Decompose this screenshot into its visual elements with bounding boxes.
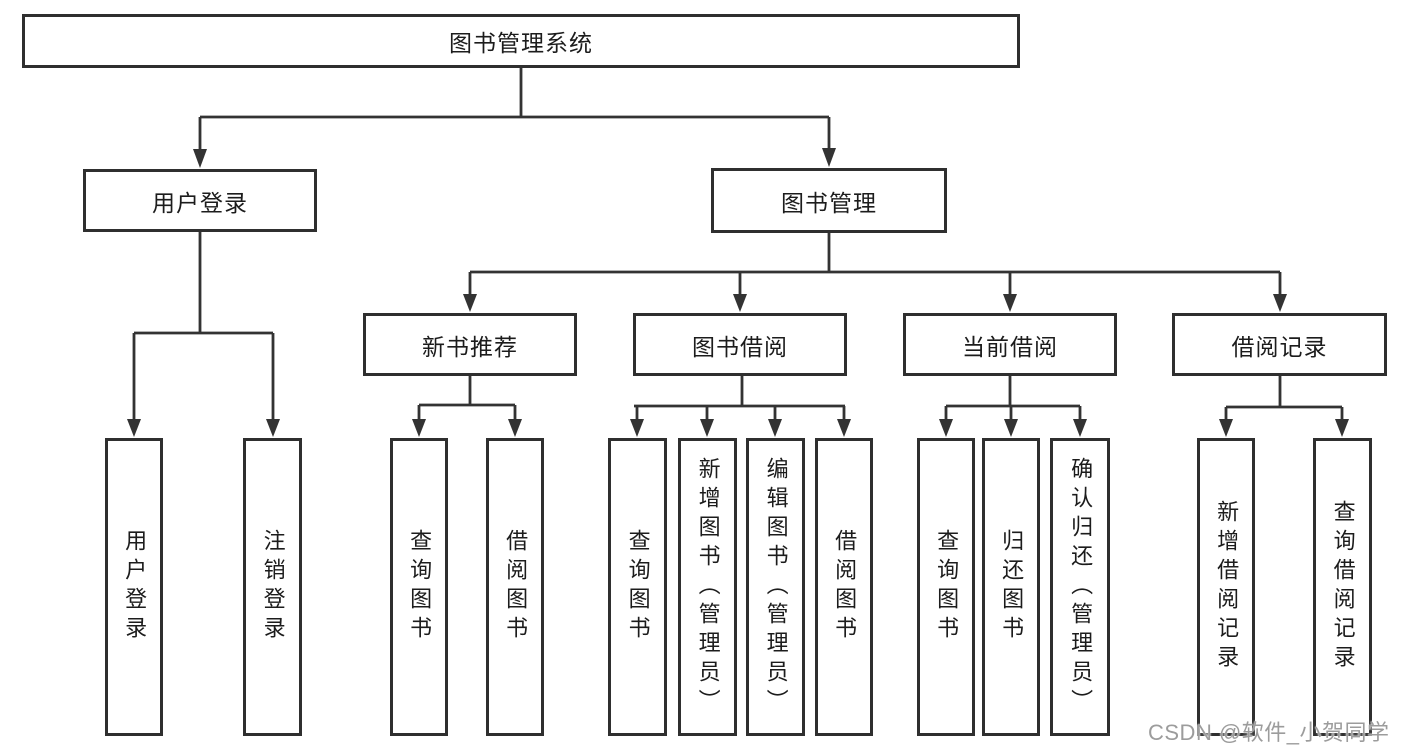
leaf-query-books-borrow: 查询图书 (608, 438, 667, 736)
leaf-confirm-return-admin: 确认归还（管理员） (1050, 438, 1110, 736)
leaf-query-books-recommend: 查询图书 (390, 438, 448, 736)
leaf-query-borrow-record: 查询借阅记录 (1313, 438, 1372, 736)
leaf-user-login: 用户登录 (105, 438, 163, 736)
leaf-logout: 注销登录 (243, 438, 302, 736)
node-user-login: 用户登录 (83, 169, 317, 232)
leaf-borrow-books-recommend: 借阅图书 (486, 438, 544, 736)
leaf-query-books-current: 查询图书 (917, 438, 975, 736)
leaf-borrow-books: 借阅图书 (815, 438, 873, 736)
node-new-book-recommend: 新书推荐 (363, 313, 577, 376)
node-borrow-records: 借阅记录 (1172, 313, 1387, 376)
leaf-return-book: 归还图书 (982, 438, 1040, 736)
node-library-system: 图书管理系统 (22, 14, 1020, 68)
leaf-edit-book-admin: 编辑图书（管理员） (746, 438, 805, 736)
node-book-borrow: 图书借阅 (633, 313, 847, 376)
leaf-add-borrow-record: 新增借阅记录 (1197, 438, 1255, 736)
node-book-management: 图书管理 (711, 168, 947, 233)
node-current-borrow: 当前借阅 (903, 313, 1117, 376)
leaf-add-book-admin: 新增图书（管理员） (678, 438, 737, 736)
csdn-watermark: CSDN @软件_小贺同学 (1148, 720, 1390, 745)
